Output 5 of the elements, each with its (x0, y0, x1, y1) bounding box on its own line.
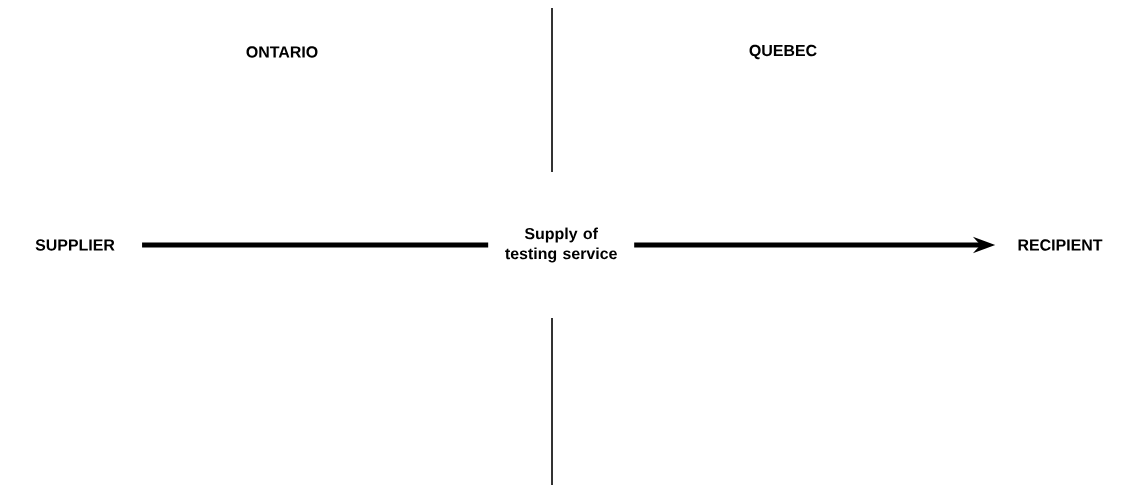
party-label: SUPPLIER (35, 239, 115, 251)
region-label: QUEBEC (749, 44, 817, 60)
edge-label: Supply of testing service (488, 219, 635, 271)
party-label: RECIPIENT (1018, 239, 1103, 251)
region-label: ONTARIO (246, 46, 318, 58)
